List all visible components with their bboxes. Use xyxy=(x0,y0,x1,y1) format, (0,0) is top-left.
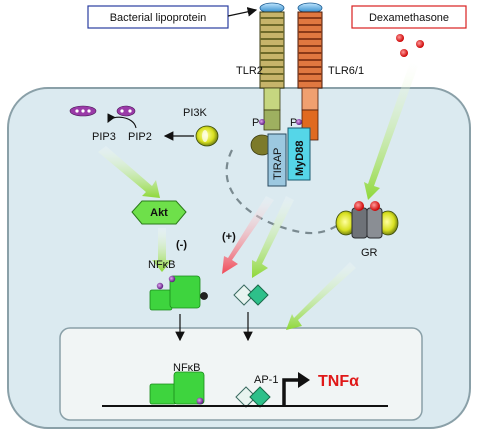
phospho-dot-tlr6 xyxy=(296,119,302,125)
pi3k-molecule xyxy=(195,125,219,147)
ap1-cytoplasmic-diamonds xyxy=(233,284,269,306)
tlr6-1-label: TLR6/1 xyxy=(328,65,364,77)
pip2-molecule-icon xyxy=(116,105,136,117)
bacterial-lipoprotein-box: Bacterial lipoprotein xyxy=(87,5,229,29)
akt-protein: Akt xyxy=(131,200,187,225)
nfkb-cytoplasmic-complex xyxy=(149,275,208,311)
gr-complex xyxy=(335,201,399,239)
akt-label: Akt xyxy=(150,207,168,219)
tnfa-promoter-arrow xyxy=(282,378,300,405)
phospho-label-tlr6: P xyxy=(290,117,297,129)
myd88-adapter: MyD88 xyxy=(287,127,311,181)
activate-sign: (+) xyxy=(222,231,236,243)
lipoprotein-arrow xyxy=(227,7,258,17)
nfkb-nuclear-complex xyxy=(149,371,205,405)
dexamethasone-box: Dexamethasone xyxy=(351,5,467,29)
tnfa-promoter-arrowhead xyxy=(298,372,310,388)
tlr-to-nfkb-red-arrow xyxy=(222,196,274,274)
pip2-label: PIP2 xyxy=(128,131,152,143)
gr-label: GR xyxy=(361,247,378,259)
nfkb-cyto-label: NFκB xyxy=(148,259,176,271)
phospho-dot-tlr2 xyxy=(259,119,265,125)
tlr6-1-receptor xyxy=(297,2,323,141)
pip3-molecule-icon xyxy=(69,105,97,117)
tlr2-receptor xyxy=(259,2,285,131)
pip3-label: PIP3 xyxy=(92,131,116,143)
dex-to-gr-arrow xyxy=(364,62,418,200)
tirap-adapter: TIRAP xyxy=(267,133,287,187)
myd88-label: MyD88 xyxy=(294,141,306,176)
pi3k-label: PI3K xyxy=(183,107,208,119)
ap1-nuclear-diamonds xyxy=(235,386,271,408)
ap1-label: AP-1 xyxy=(254,374,278,386)
tirap-label: TIRAP xyxy=(272,148,284,180)
inhibit-sign: (-) xyxy=(176,239,187,251)
dexamethasone-label: Dexamethasone xyxy=(369,12,449,24)
pip2-to-pip3-curved-arrow xyxy=(107,113,137,129)
pip3-to-akt-arrow xyxy=(98,146,160,198)
akt-to-nfkb-arrow xyxy=(152,228,172,272)
dexamethasone-molecules xyxy=(396,34,424,57)
gr-to-nucleus-arrow xyxy=(286,262,356,330)
tlr2-label: TLR2 xyxy=(236,65,263,77)
tnfa-label: TNFα xyxy=(318,373,359,390)
bacterial-lipoprotein-label: Bacterial lipoprotein xyxy=(110,12,207,24)
pi3k-gr-dashed-link xyxy=(225,149,347,235)
tlr-to-ap1-arrow xyxy=(252,196,294,278)
phospho-label-tlr2: P xyxy=(252,117,259,129)
nfkb-nuc-label: NFκB xyxy=(173,362,201,374)
